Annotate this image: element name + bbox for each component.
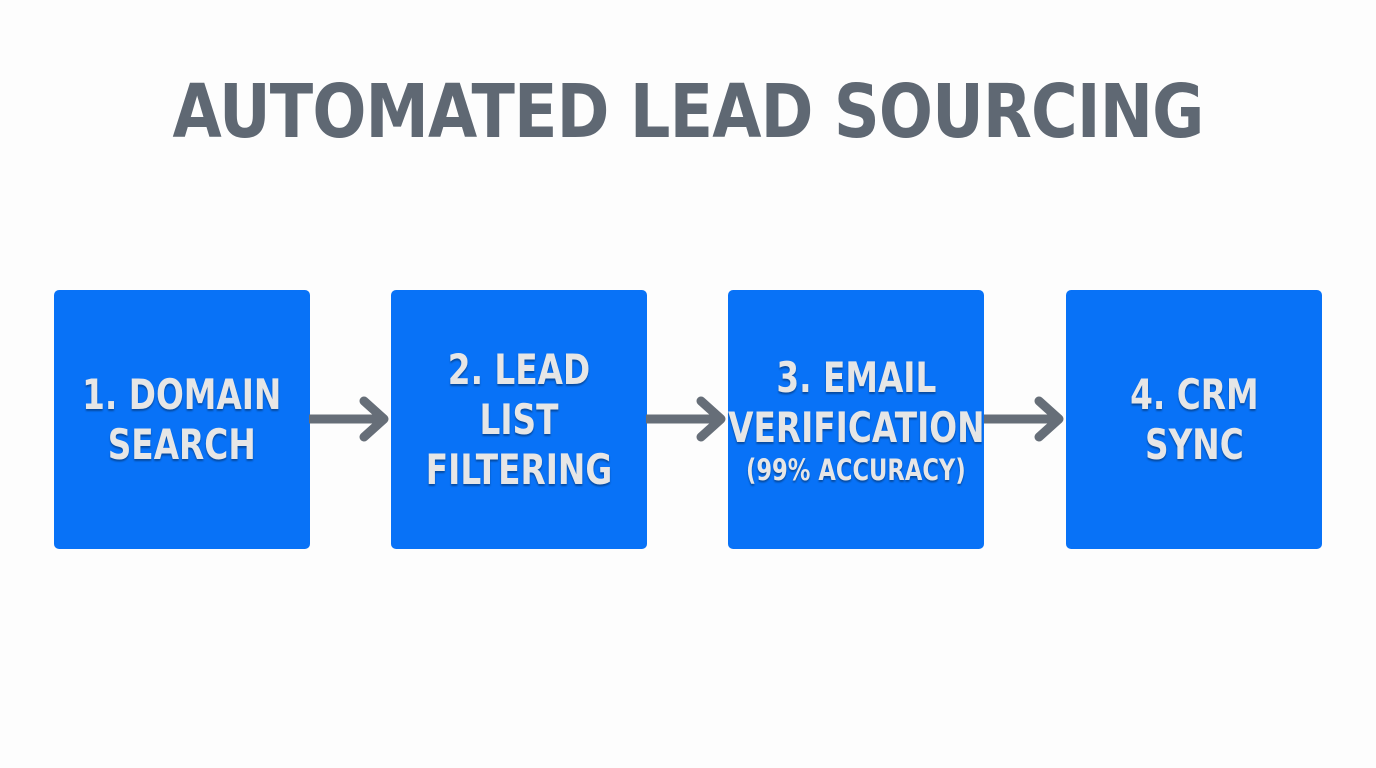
step-crm-sync: 4. CRM SYNC [1066, 290, 1322, 549]
arrow-right-icon [309, 396, 389, 442]
step-domain-search: 1. DOMAIN SEARCH [54, 290, 310, 549]
step-sublabel: (99% ACCURACY) [746, 452, 966, 487]
step-label: 2. LEAD LIST FILTERING [425, 344, 613, 494]
arrow-right-icon [646, 396, 726, 442]
step-label: 1. DOMAIN SEARCH [82, 369, 282, 469]
step-email-verification: 3. EMAIL VERIFICATION (99% ACCURACY) [728, 290, 984, 549]
step-label: 3. EMAIL VERIFICATION [727, 352, 985, 452]
diagram-title: AUTOMATED LEAD SOURCING [172, 69, 1205, 155]
step-label: 4. CRM SYNC [1129, 369, 1259, 469]
arrow-right-icon [984, 396, 1064, 442]
step-lead-list-filtering: 2. LEAD LIST FILTERING [391, 290, 647, 549]
